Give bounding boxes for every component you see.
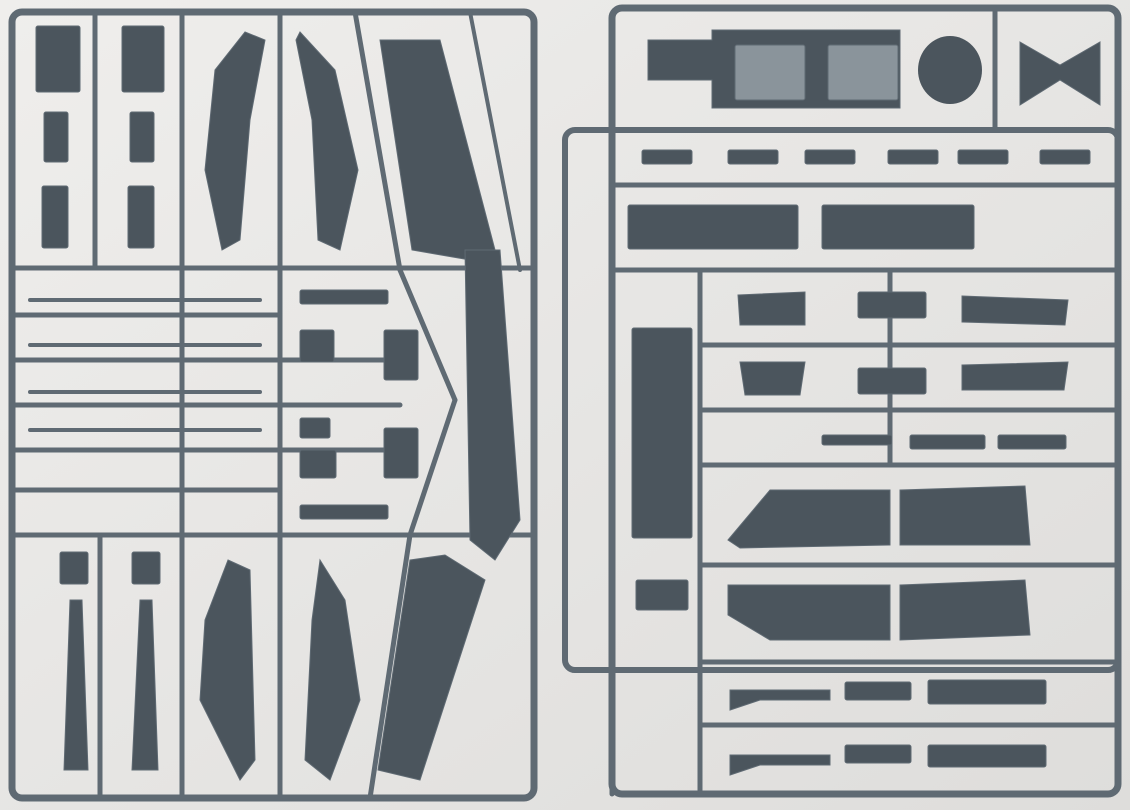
part: [961, 361, 1069, 391]
part: [35, 25, 81, 93]
runner: [367, 532, 413, 801]
part: [43, 111, 69, 163]
part: [961, 295, 1069, 326]
right-sprue: [562, 4, 1122, 798]
part: [1019, 41, 1101, 106]
part: [641, 149, 693, 165]
sprue-frame-inner: [562, 127, 1121, 673]
part: [927, 679, 1047, 705]
part: [1039, 149, 1091, 165]
part: [383, 329, 419, 381]
part: [41, 185, 69, 249]
part: [857, 291, 927, 319]
part: [918, 36, 982, 104]
part: [299, 417, 331, 439]
part: [729, 754, 831, 776]
runner: [352, 9, 403, 273]
runner: [397, 267, 458, 403]
part: [627, 204, 799, 250]
part: [464, 249, 521, 561]
part: [635, 579, 689, 611]
part: [631, 327, 693, 539]
part: [121, 25, 165, 93]
part: [899, 579, 1031, 641]
part: [729, 689, 831, 711]
part: [299, 504, 389, 520]
part: [131, 551, 161, 585]
part: [827, 44, 899, 101]
part: [383, 427, 419, 479]
part: [299, 289, 389, 305]
part: [734, 44, 806, 101]
left-sprue: [8, 8, 538, 802]
part: [844, 744, 912, 764]
part: [821, 204, 975, 250]
part: [909, 434, 986, 450]
part: [199, 559, 256, 781]
part: [957, 149, 1009, 165]
part: [887, 149, 939, 165]
part: [737, 291, 806, 326]
part: [739, 361, 806, 396]
part: [299, 329, 335, 363]
part: [727, 584, 891, 641]
part: [727, 149, 779, 165]
part: [857, 367, 927, 395]
part: [804, 149, 856, 165]
part: [127, 185, 155, 249]
part: [304, 558, 361, 781]
runner: [407, 397, 458, 538]
part: [377, 554, 486, 781]
part: [899, 485, 1031, 546]
part: [997, 434, 1067, 450]
runner: [468, 10, 522, 272]
part: [59, 551, 89, 585]
part: [131, 599, 159, 771]
part: [204, 31, 266, 251]
part: [295, 31, 359, 251]
part: [63, 599, 89, 771]
part: [129, 111, 155, 163]
part: [927, 744, 1047, 768]
part: [844, 681, 912, 701]
part: [727, 489, 891, 549]
part: [821, 434, 893, 446]
part: [299, 449, 337, 479]
